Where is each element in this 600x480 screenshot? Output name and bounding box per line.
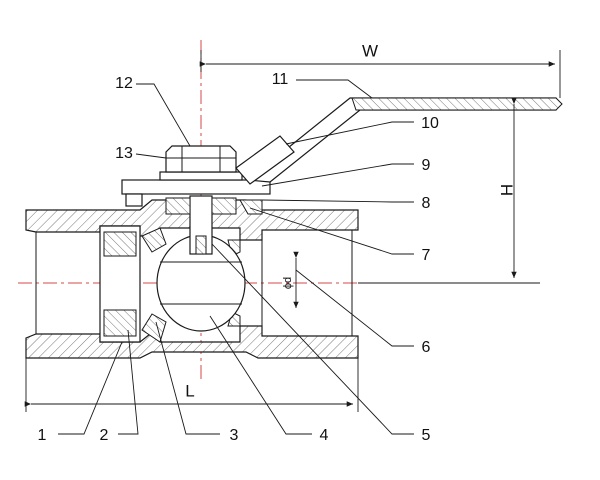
handle-lock-sleeve	[235, 135, 295, 185]
leader-13	[135, 153, 167, 159]
leader-3	[155, 321, 220, 435]
leader-2	[118, 329, 139, 435]
leader-8	[261, 199, 414, 203]
leader-4	[209, 315, 312, 435]
callout-13: 13	[115, 145, 133, 162]
callout-4: 4	[320, 427, 329, 444]
callout-3: 3	[230, 427, 239, 444]
stem-slot	[195, 235, 207, 255]
callout-8: 8	[422, 195, 431, 212]
callout-12: 12	[115, 75, 133, 92]
handle-grip-sleeve	[351, 97, 563, 111]
callout-5: 5	[422, 427, 431, 444]
packing-right	[211, 197, 237, 215]
leader-6	[295, 269, 414, 347]
callout-11: 11	[272, 71, 289, 88]
leader-1	[58, 341, 123, 435]
leader-9	[261, 163, 414, 187]
callout-2: 2	[100, 427, 109, 444]
callout-7: 7	[422, 247, 431, 264]
valve-body-lower	[25, 325, 359, 359]
stem-nut	[165, 145, 237, 173]
diameter-label: ϕd	[282, 277, 294, 289]
width-label: W	[362, 41, 378, 60]
leader-12	[136, 83, 191, 147]
stop-pin	[125, 193, 143, 207]
callout-6: 6	[422, 339, 431, 356]
callout-10: 10	[421, 115, 439, 132]
callout-9: 9	[422, 157, 431, 174]
packing-left	[165, 197, 191, 215]
ball-bore	[160, 261, 242, 305]
leader-7	[249, 207, 414, 255]
height-label: H	[497, 184, 516, 196]
washer	[159, 171, 243, 181]
end-cap-hatch	[103, 231, 137, 337]
handle-lever	[246, 97, 561, 183]
callout-1: 1	[38, 427, 47, 444]
leader-5	[211, 243, 414, 435]
left-seat	[141, 227, 167, 343]
leader-10	[285, 121, 414, 145]
length-label: L	[185, 381, 194, 400]
leader-11	[296, 79, 373, 99]
